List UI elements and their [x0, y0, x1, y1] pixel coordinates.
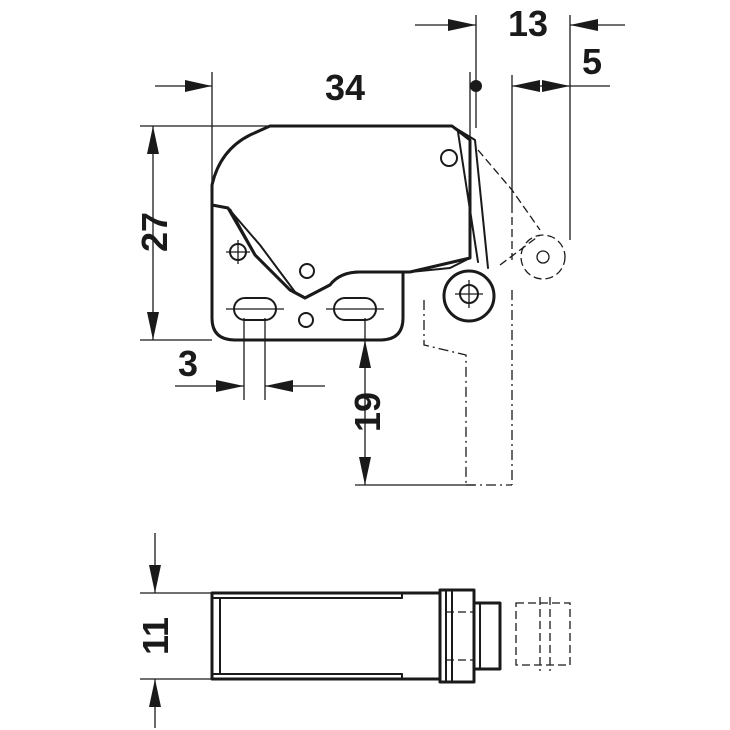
centre-hole	[298, 312, 314, 328]
roller-offset-label: 13	[508, 3, 548, 44]
mounting-label: 19	[347, 392, 388, 432]
travel-label: 5	[582, 41, 602, 82]
slot-label: 3	[178, 343, 198, 384]
dimension-height: 27	[134, 125, 268, 341]
dimension-travel: 5	[511, 41, 610, 205]
dimension-mounting: 19	[347, 318, 475, 486]
lever-edge-inner	[457, 131, 479, 263]
base-plate	[210, 203, 405, 342]
thickness-label: 11	[135, 617, 176, 655]
roller-plan	[472, 601, 502, 671]
pivot-hole	[440, 149, 458, 167]
housing-plan	[210, 591, 472, 681]
dimension-thickness: 11	[135, 533, 212, 728]
open-position-outline	[477, 149, 541, 266]
catch-plan-view	[210, 588, 571, 684]
width-label: 34	[325, 67, 365, 108]
catch-side-view	[210, 124, 566, 486]
roller-open-position	[520, 234, 566, 280]
lever-edge	[451, 125, 489, 269]
spring-hole	[299, 263, 315, 279]
height-label: 27	[134, 212, 175, 252]
strike-outline	[423, 300, 467, 485]
roller-plan-open	[515, 602, 571, 666]
dimension-width: 34	[155, 67, 471, 200]
dimension-slot: 3	[175, 318, 325, 400]
dimension-roller-offset: 13	[415, 3, 625, 240]
